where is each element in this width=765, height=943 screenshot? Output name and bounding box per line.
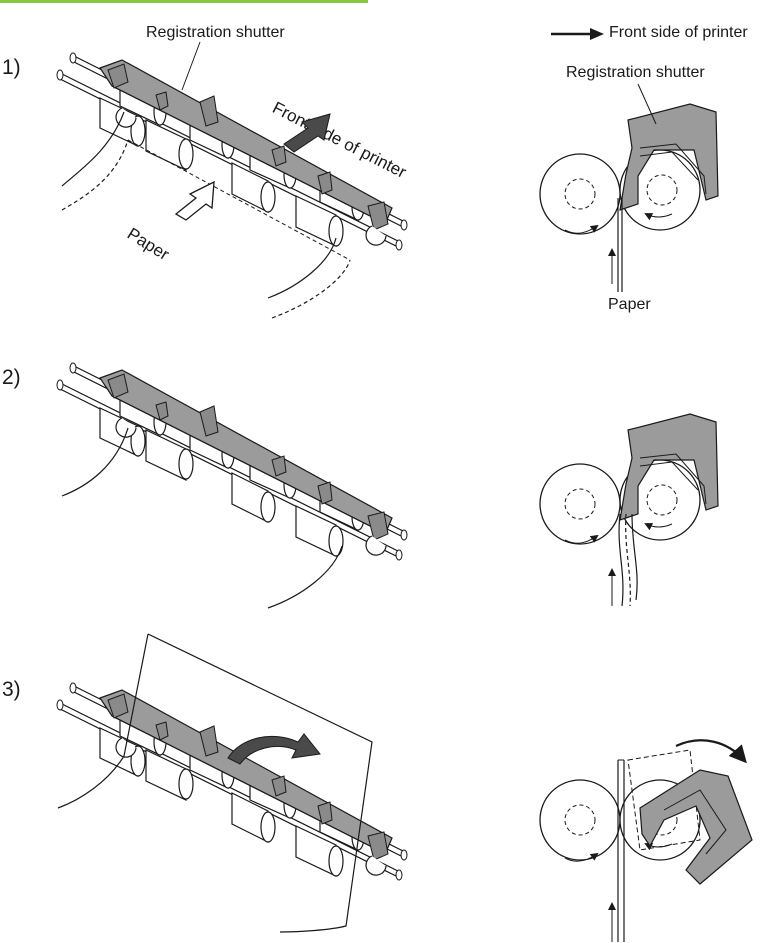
registration-shutter-label-right: Registration shutter xyxy=(566,64,705,81)
legend-text: Front side of printer xyxy=(609,24,748,41)
roller-assembly-3 xyxy=(56,682,408,881)
header-accent-line xyxy=(0,0,368,3)
paper-direction-arrow xyxy=(174,180,215,221)
step-3-number: 3) xyxy=(2,678,21,701)
side-rotation-arrow xyxy=(675,739,747,764)
side-view-rollers-1 xyxy=(540,150,700,234)
roller-assembly-1 xyxy=(56,52,408,251)
side-view-rollers-2 xyxy=(540,460,700,544)
front-direction-arrow xyxy=(283,113,331,153)
rotation-arrow xyxy=(227,733,321,765)
side-view-shutter-3 xyxy=(639,769,753,885)
roller-assembly-2 xyxy=(56,362,408,561)
registration-shutter-label-left: Registration shutter xyxy=(146,24,285,41)
leader-line-1 xyxy=(181,41,201,91)
paper-label-right: Paper xyxy=(608,296,651,313)
step-2-number: 2) xyxy=(2,366,21,389)
step-1-number: 1) xyxy=(2,56,21,79)
